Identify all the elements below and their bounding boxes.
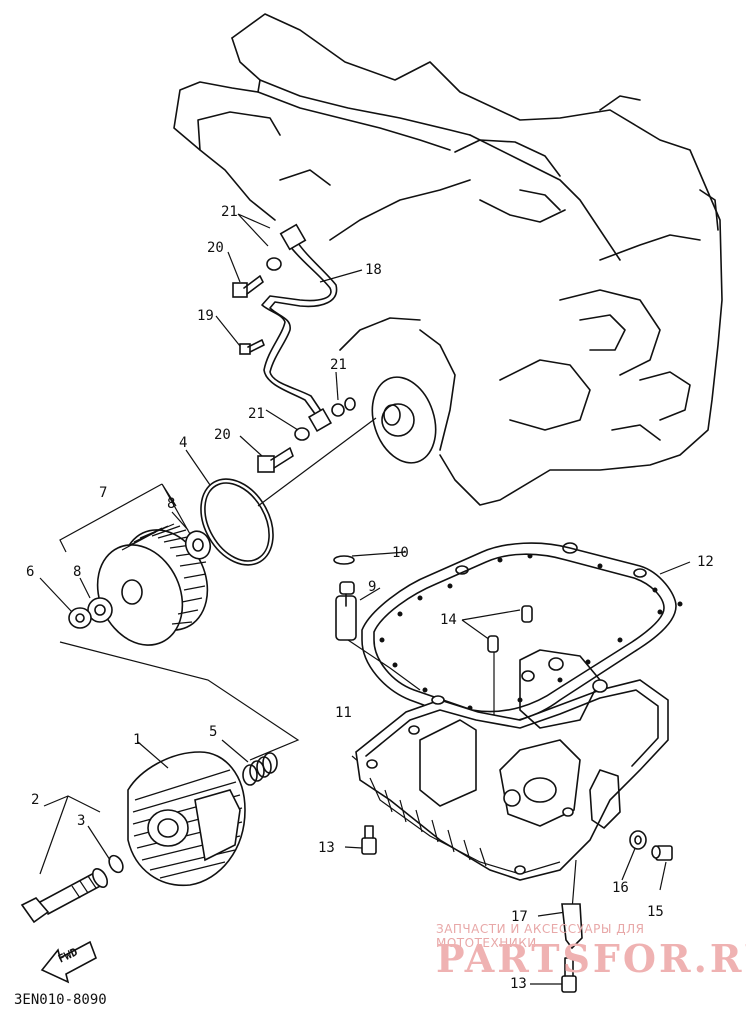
callout-13-left: 13 [318, 840, 335, 856]
banjo-fitting-upper [279, 223, 307, 251]
callout-17: 17 [511, 909, 528, 925]
oil-pan-gasket [361, 542, 683, 725]
oil-filter-element [96, 523, 209, 646]
oil-strainer [333, 555, 357, 641]
callout-1: 1 [133, 732, 142, 748]
oil-filter-cover [127, 751, 246, 887]
washer [68, 607, 92, 629]
copper-washer-lower-right [331, 403, 345, 417]
dowel-pin-lower [487, 635, 499, 653]
copper-washer-lower-left [294, 427, 310, 441]
callout-13-bottom: 13 [510, 976, 527, 992]
spacer-left [87, 597, 113, 623]
callout-21-lower: 21 [248, 406, 265, 422]
oil-pan [355, 649, 669, 881]
copper-washer-upper [266, 257, 282, 271]
engine-crankcase-outline [173, 13, 723, 506]
union-bolt-head [344, 397, 356, 411]
callout-20-lower: 20 [214, 427, 231, 443]
watermark-logo: PARTSFOR.RU [436, 936, 746, 981]
bracket [561, 903, 583, 950]
callout-21-right: 21 [330, 357, 347, 373]
fwd-arrow-icon [40, 940, 97, 984]
o-ring [200, 478, 274, 566]
callout-12: 12 [697, 554, 714, 570]
callout-4: 4 [179, 435, 188, 451]
callout-9: 9 [368, 579, 377, 595]
union-bolt-lower [257, 447, 294, 473]
callout-7: 7 [99, 485, 108, 501]
filter-cover-bolt [20, 868, 109, 924]
callout-8-right: 8 [167, 496, 176, 512]
callout-19: 19 [197, 308, 214, 324]
callout-10: 10 [392, 545, 409, 561]
callout-21-upper: 21 [221, 204, 238, 220]
banjo-fitting-lower [307, 407, 333, 433]
cover-o-ring [108, 854, 124, 874]
drain-plug-gasket [629, 830, 647, 850]
oil-pan-bolt-bottom [561, 957, 577, 993]
callout-2: 2 [31, 792, 40, 808]
callout-6: 6 [26, 564, 35, 580]
spring [242, 752, 278, 786]
watermark-tagline: ЗАПЧАСТИ И АКСЕССУАРЫ ДЛЯ МОТОТЕХНИКИ [436, 922, 645, 950]
drain-plug [651, 845, 673, 861]
diagram-code: 3EN010-8090 [14, 992, 107, 1008]
callout-16: 16 [612, 880, 629, 896]
spacer-right [184, 530, 212, 560]
callout-20-upper: 20 [207, 240, 224, 256]
dowel-pin-upper [521, 605, 533, 623]
callout-11: 11 [335, 705, 352, 721]
callout-15: 15 [647, 904, 664, 920]
callout-8-left: 8 [73, 564, 82, 580]
union-bolt-upper [232, 275, 264, 298]
callout-3: 3 [77, 813, 86, 829]
callout-5: 5 [209, 724, 218, 740]
callout-18: 18 [365, 262, 382, 278]
pipe-mounting-bolt [239, 339, 265, 355]
oil-delivery-pipe [261, 223, 338, 433]
callout-14: 14 [440, 612, 457, 628]
oil-pan-bolt-left [361, 825, 377, 855]
